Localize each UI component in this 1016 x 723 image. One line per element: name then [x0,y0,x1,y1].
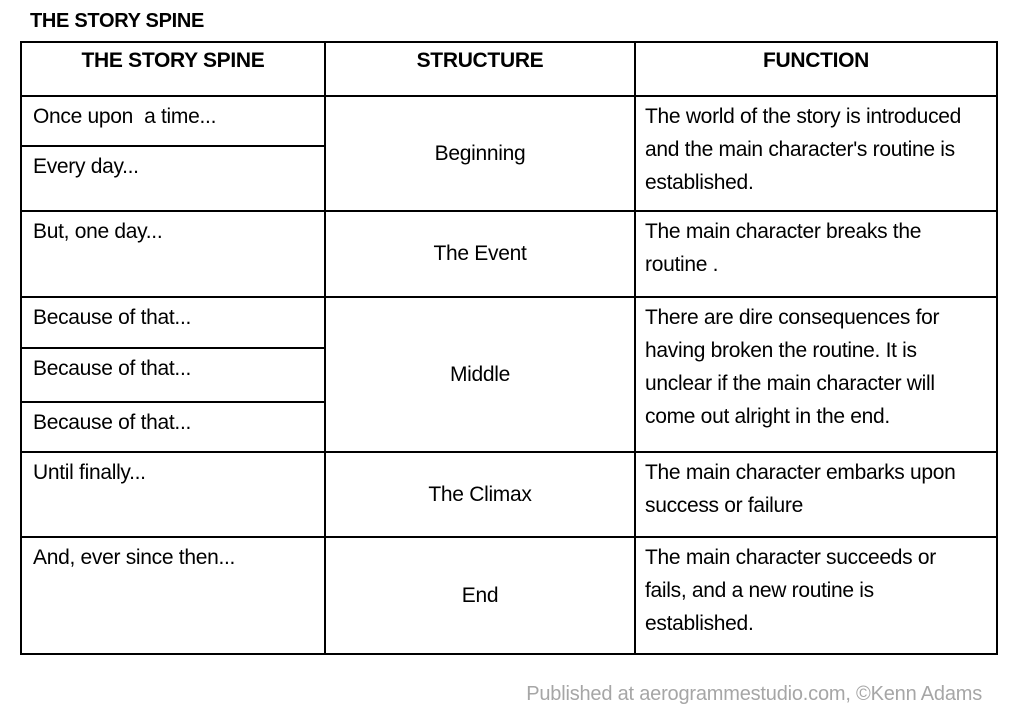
spine-cell-because-of-that-1: Because of that... [20,296,326,349]
structure-cell-middle: Middle [324,296,636,453]
table-row: Because of that... [20,347,997,403]
spine-cell-because-of-that-2: Because of that... [20,347,326,403]
page-title: THE STORY SPINE [30,10,205,32]
attribution-text: Published at aerogrammestudio.com, ©Kenn… [526,683,982,705]
table-row: Every day... [20,145,997,212]
function-cell-the-event: The main character breaks the routine . [634,210,998,298]
table-row: Once upon a time... Beginning The world … [20,95,998,212]
spine-cell-because-of-that-3: Because of that... [20,401,326,453]
column-header-function: FUNCTION [634,41,998,97]
structure-cell-the-event: The Event [324,210,636,298]
table-row: But, one day... The Event The main chara… [20,210,998,298]
function-cell-middle: There are dire consequences for having b… [634,296,998,453]
spine-cell-but-one-day: But, one day... [20,210,326,298]
spine-cell-and-ever-since-then: And, ever since then... [20,536,326,655]
story-spine-table: THE STORY SPINE STRUCTURE FUNCTION Once … [20,41,998,655]
spine-cell-every-day: Every day... [20,145,326,212]
spine-cell-until-finally: Until finally... [20,451,326,538]
structure-cell-the-climax: The Climax [324,451,636,538]
column-header-story-spine: THE STORY SPINE [20,41,326,97]
structure-cell-beginning: Beginning [324,95,636,212]
table-row: Because of that... Middle There are dire… [20,296,998,453]
table-row: Until finally... The Climax The main cha… [20,451,998,538]
function-cell-the-climax: The main character embarks upon success … [634,451,998,538]
column-header-structure: STRUCTURE [324,41,636,97]
table-row: Because of that... [20,401,997,453]
function-cell-beginning: The world of the story is introduced and… [634,95,998,212]
table-row: And, ever since then... End The main cha… [20,536,998,655]
table-header-row: THE STORY SPINE STRUCTURE FUNCTION [20,41,998,97]
structure-cell-end: End [324,536,636,655]
spine-cell-once-upon-a-time: Once upon a time... [20,95,326,147]
function-cell-end: The main character succeeds or fails, an… [634,536,998,655]
